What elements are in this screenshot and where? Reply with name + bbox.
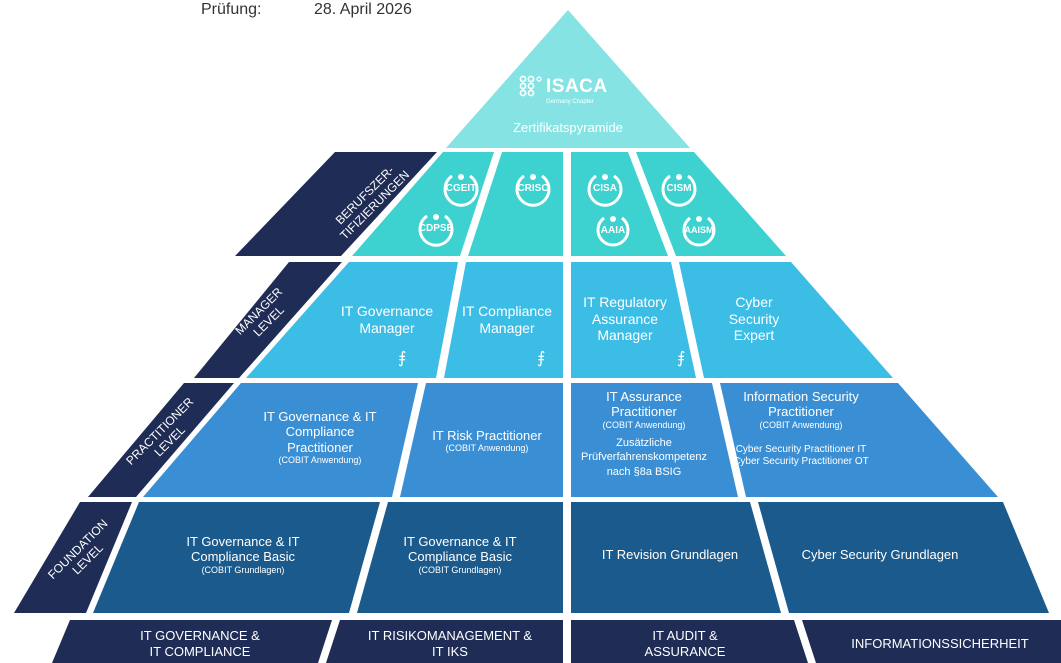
bottom-label-risk-line2: IT IKS bbox=[432, 644, 468, 660]
isaca-logo-text: ISACA bbox=[546, 76, 608, 97]
side-band-manager bbox=[194, 262, 342, 378]
bottom-segment-4 bbox=[802, 620, 1061, 663]
practitioner-infosec-title: Information Security Practitioner bbox=[743, 389, 859, 420]
bottom-label-risk-line1: IT RISIKOMANAGEMENT & bbox=[367, 628, 533, 643]
practitioner-governance-cell: IT Governance & IT Compliance Practition… bbox=[254, 409, 386, 465]
manager-cell-4 bbox=[679, 262, 893, 378]
foundation-basic-cell-2: IT Governance & IT Compliance Basic (COB… bbox=[385, 534, 535, 575]
practitioner-cell-4 bbox=[720, 383, 998, 497]
foundation-basic-title-1: IT Governance & IT Compliance Basic bbox=[186, 534, 300, 565]
bottom-label-risk: IT RISIKOMANAGEMENT & IT IKS bbox=[340, 628, 560, 661]
apex-title: Zertifikatspyramide bbox=[513, 120, 623, 135]
bottom-label-governance-line2: IT COMPLIANCE bbox=[149, 644, 251, 660]
bottom-segment-1 bbox=[52, 620, 332, 663]
practitioner-assurance-cell: IT Assurance Practitioner (COBIT Anwendu… bbox=[574, 389, 714, 479]
manager-cyber-security-label: Cyber Security Expert bbox=[728, 294, 780, 344]
euro-icon-1: ⨎ bbox=[398, 348, 407, 367]
practitioner-risk-cell: IT Risk Practitioner (COBIT Anwendung) bbox=[414, 428, 560, 454]
bottom-label-audit-line2: ASSURANCE bbox=[644, 644, 726, 660]
aaism-badge-label: AAISM bbox=[685, 225, 714, 235]
side-band-foundation bbox=[14, 502, 132, 613]
manager-it-regulatory-label: IT Regulatory Assurance Manager bbox=[583, 294, 667, 344]
exam-label: Prüfung: bbox=[201, 1, 262, 18]
manager-it-governance-label: IT Governance Manager bbox=[340, 303, 434, 336]
manager-cell-1 bbox=[246, 262, 458, 378]
practitioner-cell-1 bbox=[143, 383, 418, 497]
isaca-logo-icon bbox=[519, 75, 542, 97]
euro-icon-3: ⨎ bbox=[677, 348, 686, 367]
apex-tier bbox=[446, 10, 690, 148]
practitioner-infosec-sub: (COBIT Anwendung) bbox=[759, 419, 843, 430]
practitioner-assurance-extra: Zusätzliche Prüfverfahrenskompetenz nach… bbox=[581, 437, 707, 478]
cisa-badge-icon bbox=[587, 174, 623, 207]
crisc-badge-icon bbox=[515, 174, 551, 207]
euro-icon-2: ⨎ bbox=[537, 348, 546, 367]
aaism-badge-icon bbox=[682, 216, 716, 247]
aaia-badge-icon bbox=[596, 216, 630, 247]
foundation-cell-3 bbox=[571, 502, 781, 613]
foundation-basic-sub-1: (COBIT Grundlagen) bbox=[201, 564, 285, 575]
foundation-cell-4 bbox=[758, 502, 1049, 613]
cisa-badge-label: CISA bbox=[593, 183, 617, 194]
crisc-badge-label: CRISC bbox=[517, 183, 548, 194]
bottom-label-audit-line1: IT AUDIT & bbox=[652, 628, 718, 643]
isaca-logo-subtitle: Germany Chapter bbox=[546, 99, 594, 105]
cgeit-badge-label: CGEIT bbox=[446, 183, 477, 194]
manager-cell-3 bbox=[571, 262, 696, 378]
foundation-cell-2 bbox=[357, 502, 563, 613]
bottom-label-audit: IT AUDIT & ASSURANCE bbox=[580, 628, 790, 661]
practitioner-infosec-extra2: Cyber Security Practitioner OT bbox=[733, 455, 869, 467]
practitioner-governance-title: IT Governance & IT Compliance Practition… bbox=[263, 409, 377, 455]
bottom-label-governance-line1: IT GOVERNANCE & bbox=[140, 628, 260, 643]
foundation-cell-1 bbox=[93, 502, 380, 613]
aaia-badge-label: AAIA bbox=[601, 225, 625, 236]
practitioner-risk-title: IT Risk Practitioner bbox=[432, 428, 542, 443]
cism-badge-icon bbox=[661, 174, 697, 207]
bottom-segment-2 bbox=[326, 620, 563, 663]
practitioner-risk-sub: (COBIT Anwendung) bbox=[445, 443, 529, 454]
berufs-cell-2 bbox=[468, 152, 563, 256]
bottom-label-infosec: INFORMATIONSSICHERHEIT bbox=[851, 636, 1029, 651]
practitioner-cell-3 bbox=[571, 383, 738, 497]
exam-date: 28. April 2026 bbox=[314, 1, 412, 18]
practitioner-infosec-extra1: Cyber Security Practitioner IT bbox=[735, 444, 867, 455]
side-band-practitioner bbox=[88, 383, 234, 497]
practitioner-assurance-sub: (COBIT Anwendung) bbox=[602, 419, 686, 430]
bottom-label-governance: IT GOVERNANCE & IT COMPLIANCE bbox=[90, 628, 310, 661]
foundation-basic-cell-1: IT Governance & IT Compliance Basic (COB… bbox=[168, 534, 318, 575]
foundation-basic-sub-2: (COBIT Grundlagen) bbox=[418, 564, 502, 575]
foundation-cyber-label: Cyber Security Grundlagen bbox=[801, 547, 959, 562]
bottom-segment-3 bbox=[571, 620, 808, 663]
foundation-revision-label: IT Revision Grundlagen bbox=[601, 547, 739, 562]
cdpse-badge-label: CDPSE bbox=[419, 223, 454, 234]
foundation-basic-title-2: IT Governance & IT Compliance Basic bbox=[403, 534, 517, 565]
manager-it-compliance-label: IT Compliance Manager bbox=[461, 303, 552, 336]
practitioner-assurance-title: IT Assurance Practitioner bbox=[606, 389, 682, 420]
practitioner-cell-2 bbox=[400, 383, 563, 497]
practitioner-infosec-cell: Information Security Practitioner (COBIT… bbox=[728, 389, 874, 468]
cgeit-badge-icon bbox=[443, 174, 479, 207]
berufs-cell-4 bbox=[636, 152, 786, 256]
manager-cell-2 bbox=[444, 262, 563, 378]
cdpse-badge-icon bbox=[418, 214, 454, 247]
cism-badge-label: CISM bbox=[667, 183, 692, 194]
practitioner-governance-sub: (COBIT Anwendung) bbox=[278, 454, 362, 465]
side-band-berufs bbox=[235, 152, 437, 256]
